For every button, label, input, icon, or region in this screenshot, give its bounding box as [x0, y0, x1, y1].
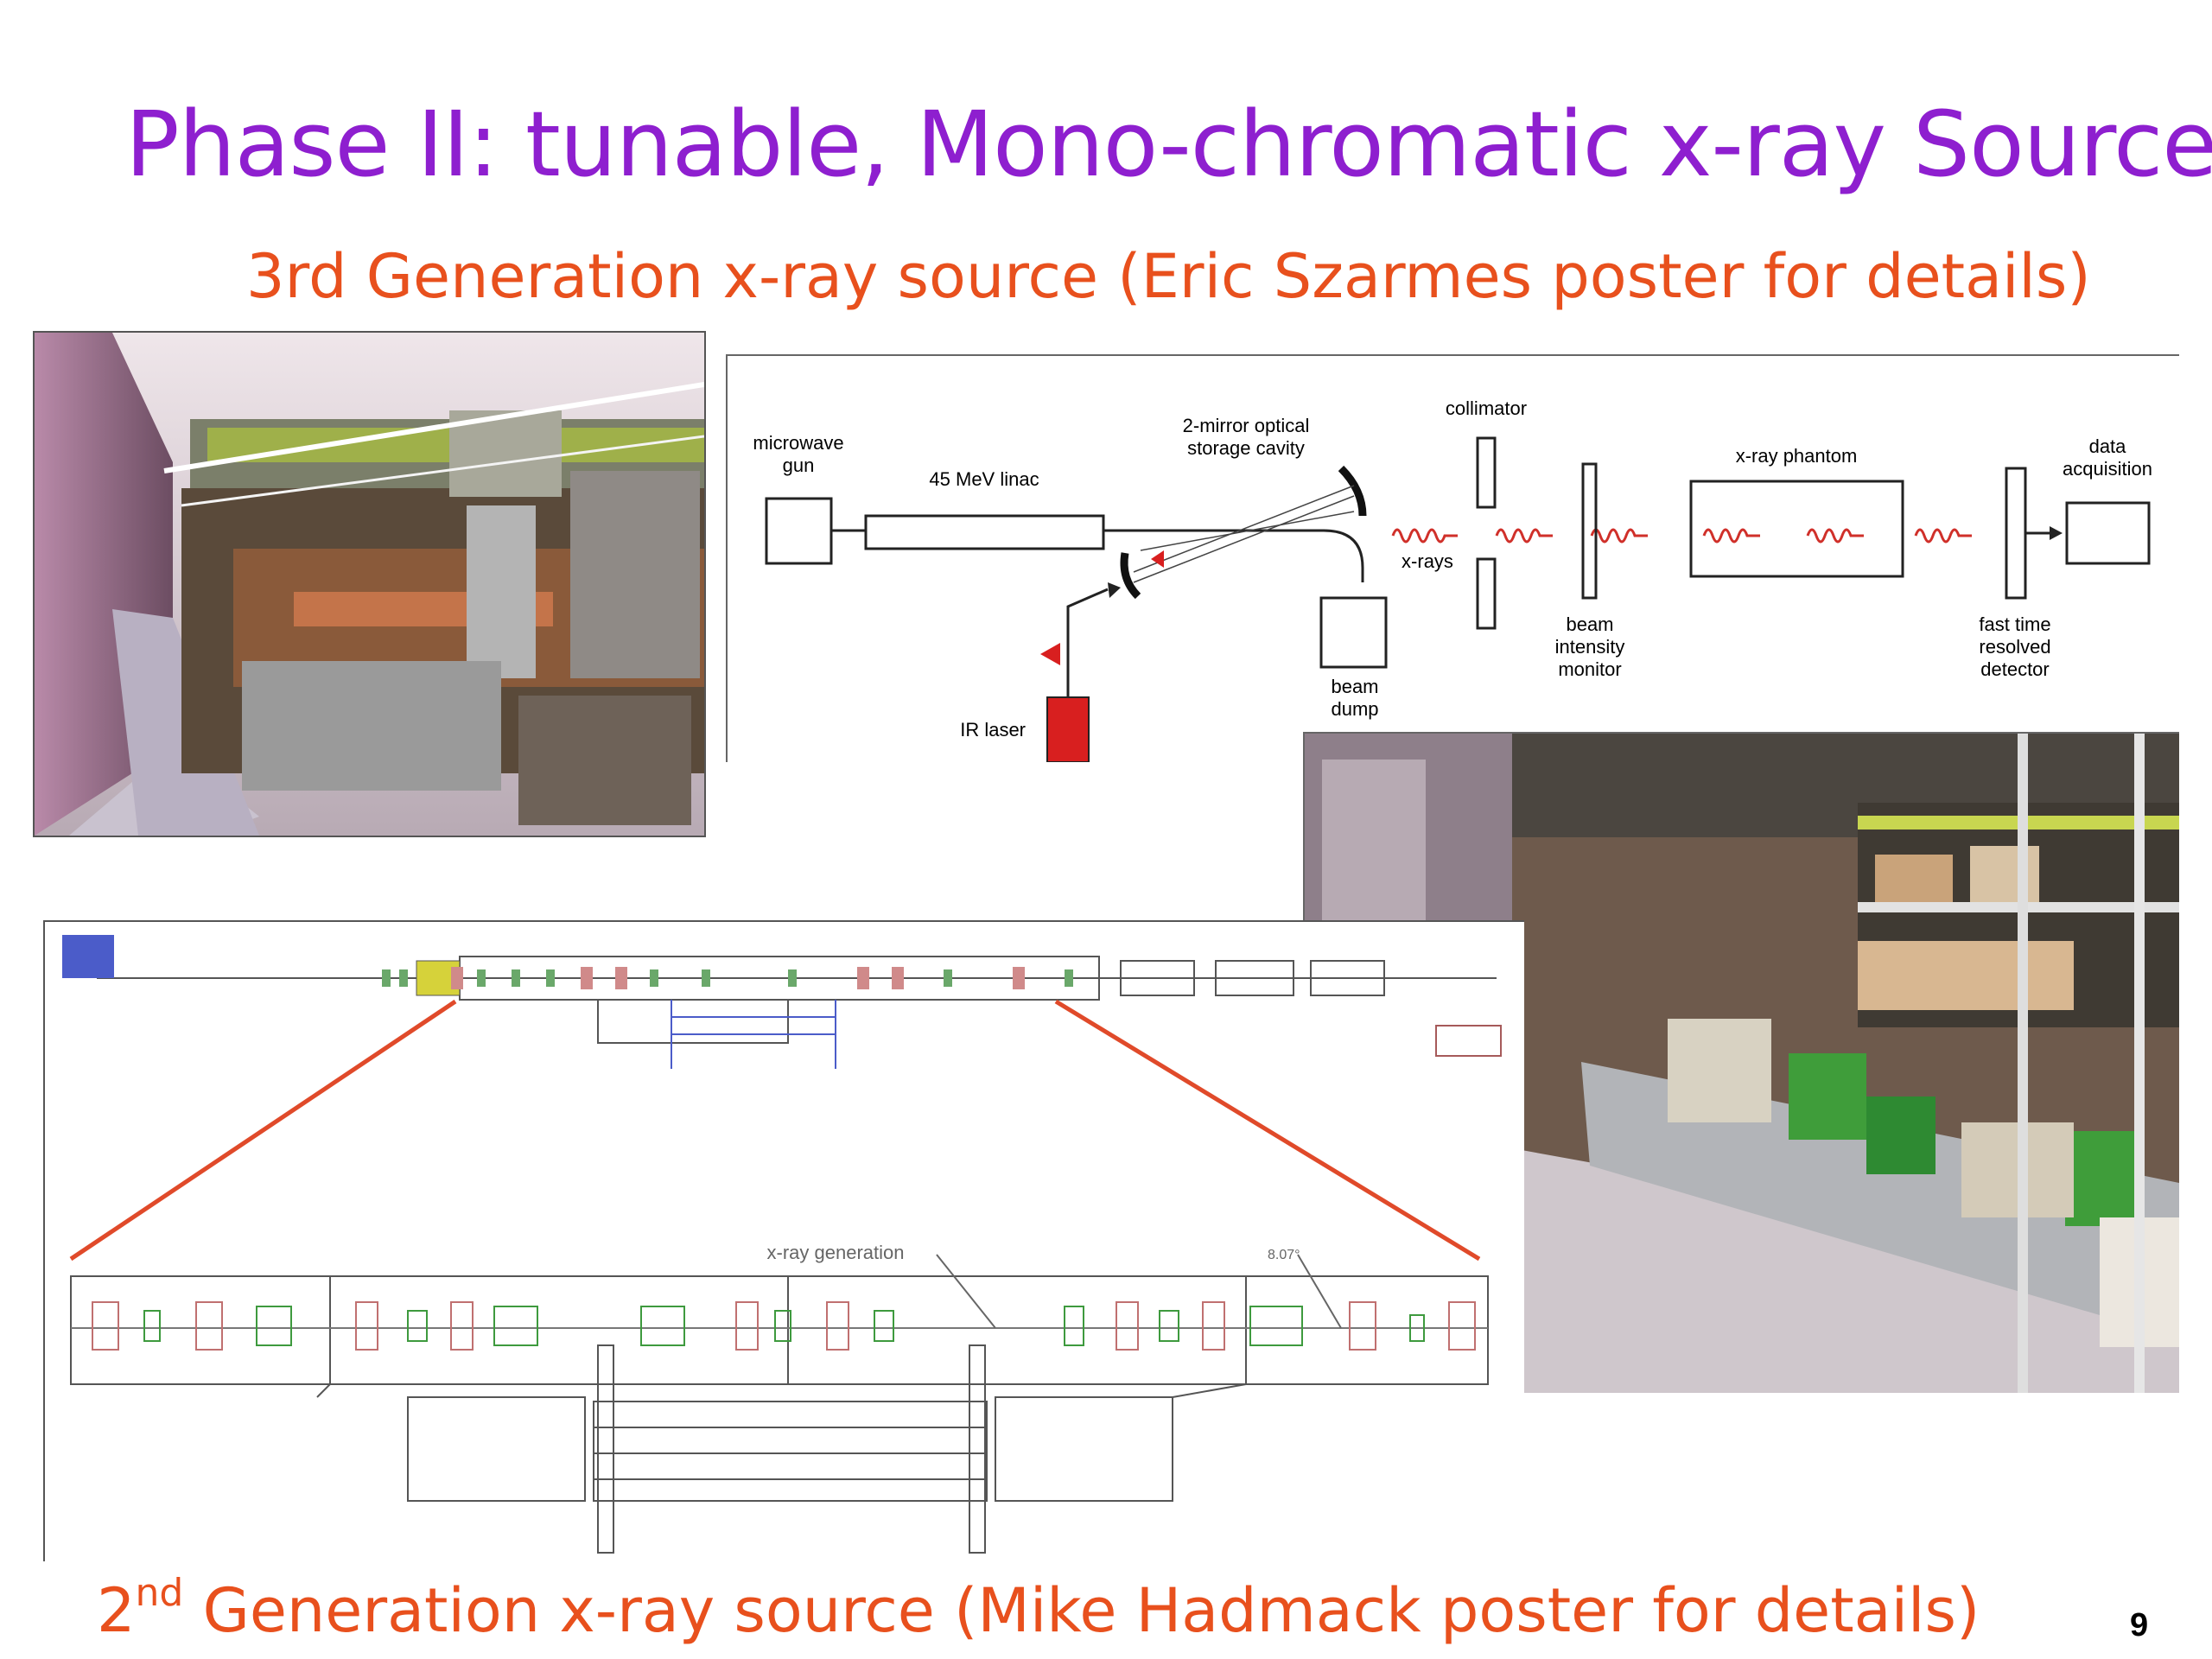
cavity-mirror-upper	[1338, 465, 1367, 517]
xray-generation-label: x-ray generation	[767, 1242, 905, 1263]
data-label-1: data	[2089, 435, 2127, 457]
ir-laser-label: IR laser	[960, 719, 1026, 741]
cavity-pulse-icon	[1151, 550, 1164, 568]
zoom-line-left	[69, 999, 457, 1262]
lower-quadrupoles	[143, 1306, 1425, 1346]
monitor-label-3: monitor	[1558, 658, 1621, 680]
laser-pulse-icon	[1040, 643, 1060, 665]
microwave-gun-label-1: microwave	[753, 432, 843, 454]
upper-magnets	[382, 969, 1073, 987]
xray-source-schematic: microwave gun 45 MeV linac beam dump 2-m…	[726, 354, 2179, 763]
microwave-gun-label-2: gun	[783, 454, 815, 476]
caption-superscript: nd	[135, 1571, 184, 1615]
data-label-2: acquisition	[2063, 458, 2152, 480]
cavity-label-1: 2-mirror optical	[1183, 415, 1310, 436]
schematic-drawing: microwave gun 45 MeV linac beam dump 2-m…	[753, 397, 2152, 763]
accelerator-hall-photo	[33, 331, 706, 837]
beam-dump-box	[1319, 596, 1388, 669]
microwave-gun-box	[765, 497, 833, 565]
caption-text: Generation x-ray source (Mike Hadmack po…	[183, 1575, 1980, 1646]
phantom-label: x-ray phantom	[1736, 445, 1858, 467]
detector-label-1: fast time	[1979, 613, 2050, 635]
ir-laser-box	[1046, 696, 1090, 763]
monitor-label-1: beam	[1566, 613, 1613, 635]
beamline-layout-drawing: x-ray generation 8.07°	[43, 920, 1524, 1561]
collimator-upper	[1476, 436, 1497, 509]
xray-phantom-box	[1689, 480, 1904, 578]
linac-label: 45 MeV linac	[929, 468, 1039, 490]
collimator-lower	[1476, 557, 1497, 630]
upper-dipoles	[451, 967, 1025, 989]
slide-title: Phase II: tunable, Mono-chromatic x-ray …	[125, 92, 2212, 197]
electron-gun-icon	[62, 935, 114, 978]
data-acquisition-box	[2065, 501, 2151, 565]
lower-dipoles	[92, 1301, 1476, 1351]
cavity-mirror-lower	[1120, 552, 1141, 600]
collimator-label: collimator	[1446, 397, 1527, 419]
bottom-caption: 2nd Generation x-ray source (Mike Hadmac…	[97, 1571, 2032, 1646]
accelerator-hall-image	[35, 333, 704, 836]
slide-subtitle: 3rd Generation x-ray source (Eric Szarme…	[246, 241, 2091, 312]
cavity-label-2: storage cavity	[1187, 437, 1305, 459]
beam-intensity-monitor	[1581, 462, 1598, 600]
detector-label-3: detector	[1980, 658, 2050, 680]
caption-number: 2	[97, 1575, 136, 1646]
page-number: 9	[2130, 1607, 2149, 1643]
linac-box	[864, 514, 1105, 550]
beamline-drawing: x-ray generation 8.07°	[62, 935, 1502, 1554]
xray-waves	[1391, 528, 1972, 543]
beam-dump-label-1: beam	[1331, 676, 1378, 697]
angle-label: 8.07°	[1268, 1248, 1300, 1262]
detector-label-2: resolved	[1979, 636, 2050, 658]
beam-dump-label-2: dump	[1331, 698, 1378, 720]
monitor-label-2: intensity	[1555, 636, 1625, 658]
xrays-label: x-rays	[1402, 550, 1453, 572]
zoom-line-right	[1054, 999, 1481, 1262]
fast-detector	[2005, 467, 2027, 600]
